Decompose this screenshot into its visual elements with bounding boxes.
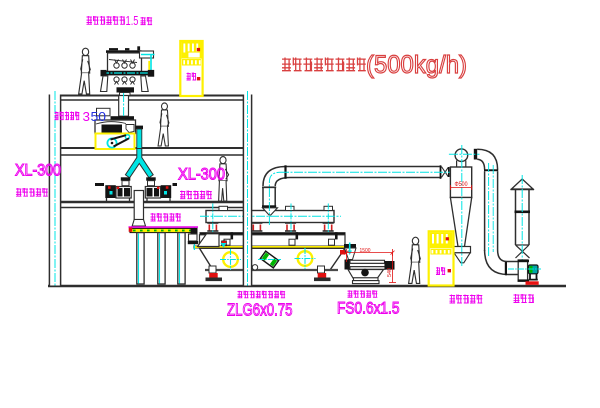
svg-text:(500kg/h): (500kg/h) bbox=[366, 51, 467, 79]
svg-text:XL-300: XL-300 bbox=[178, 166, 225, 184]
svg-text:FS0.6x1.5: FS0.6x1.5 bbox=[337, 300, 400, 318]
svg-text:3: 3 bbox=[83, 109, 91, 124]
svg-text:1500: 1500 bbox=[360, 248, 371, 254]
svg-text:540: 540 bbox=[387, 268, 393, 277]
svg-text:50: 50 bbox=[91, 109, 107, 124]
svg-text:1.5: 1.5 bbox=[126, 14, 139, 28]
svg-text:Φ500: Φ500 bbox=[455, 181, 468, 188]
svg-text:XL-300: XL-300 bbox=[15, 162, 61, 180]
svg-text:ZLG6x0.75: ZLG6x0.75 bbox=[227, 300, 293, 320]
